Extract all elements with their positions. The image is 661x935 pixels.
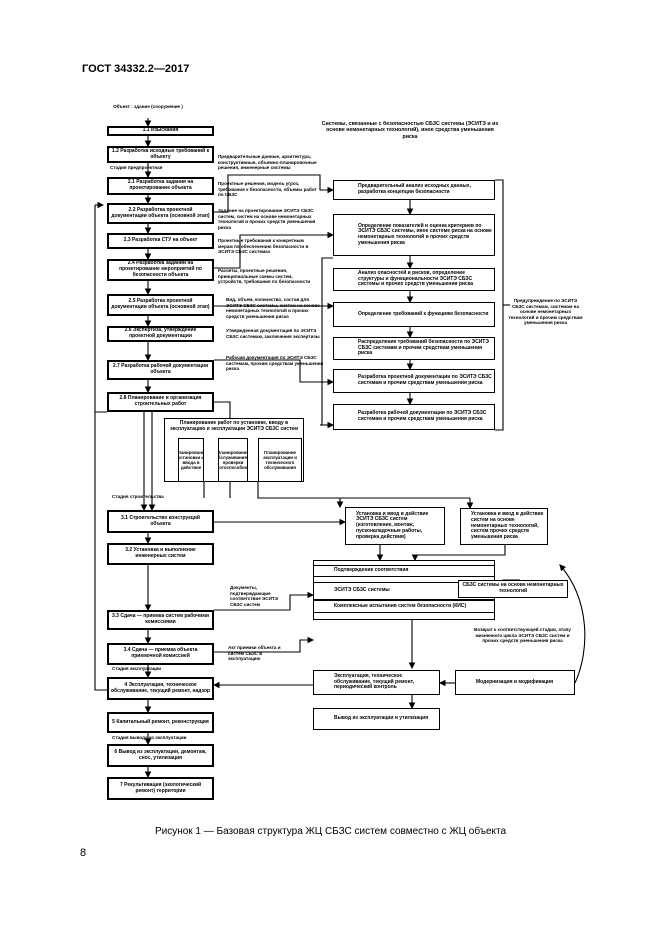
- right-box-3: Анализ опасностей и рисков, определение …: [333, 268, 495, 291]
- box-2-4: 2.4 Разработка заданий на проектирование…: [107, 259, 214, 281]
- note-calculations: Расчеты, проектные решения, принципиальн…: [218, 268, 311, 284]
- box-1-2: 1.2 Разработка исходных требований к объ…: [107, 146, 214, 163]
- box-2-5: 2.5 Разработка проектной документации об…: [107, 294, 214, 316]
- note-initial-data: Предварительные данные, архитектура, кон…: [218, 154, 317, 170]
- box-5: 5 Капитальный ремонт, реконструкция: [107, 712, 214, 733]
- right-box-5: Распределение требований безопасности по…: [333, 337, 495, 360]
- right-box-7: Разработка рабочей документации по ЭСИТЭ…: [333, 404, 495, 430]
- box-2-6: 2.6 Экспертиза, утверждение проектной до…: [107, 326, 214, 342]
- box-3-3: 3.3 Сдача — приемка систем рабочими коми…: [107, 610, 214, 630]
- right-box-2: Определение показателей и оценка критери…: [333, 214, 495, 256]
- modernization-box: Модернизация и модификация: [455, 670, 575, 695]
- note-working-docs: Рабочая документация по ЭСИТЭ СБЗС систе…: [226, 355, 324, 371]
- install-box-other: Установка и ввод в действие систем на ос…: [460, 508, 548, 545]
- box-2-7: 2.7 Разработка рабочей документации объе…: [107, 360, 214, 380]
- box-1-1: 1.1 Изыскания: [107, 126, 214, 136]
- planning-cell-maintenance: Планирование обслуживания и проверки раб…: [218, 438, 248, 482]
- note-acceptance-act: Акт приемки объекта и систем СБЗС в эксп…: [228, 645, 281, 661]
- right-column-title: Системы, связанные с безопасностью СБЗС …: [321, 121, 499, 140]
- validation-side-box: СБЗС системы на основе немонетарных техн…: [458, 580, 568, 598]
- stage-label-operation: Стадия эксплуатации: [112, 666, 162, 671]
- operation-box: Эксплуатация, техническое обслуживание, …: [313, 670, 440, 695]
- stage-label-decommission: Стадия вывода из эксплуатации: [112, 735, 187, 740]
- right-box-4: Определение требований к функциям безопа…: [333, 302, 495, 327]
- box-2-2: 2.2 Разработка проектной документации об…: [107, 203, 214, 224]
- note-conformity-docs: Документы, подтверждающие соответствие Э…: [230, 585, 278, 607]
- box-3-2: 3.2 Установка и выполнение инженерных си…: [107, 543, 214, 565]
- box-2-8: 2.8 Планирование и организация строитель…: [107, 392, 214, 412]
- box-3-1: 3.1 Строительство конструкций объекта: [107, 510, 214, 533]
- page-number: 8: [80, 847, 87, 859]
- install-box-esite: Установка и ввод в действие ЭСИТЭ СБЗС с…: [345, 507, 445, 545]
- stage-label-preproject: Стадия предпроектная: [110, 165, 163, 170]
- box-3-4: 3.4 Сдача — приемка объекта приемочной к…: [107, 643, 214, 665]
- stage-label-construction: Стадия строительства: [112, 494, 164, 499]
- figure-caption: Рисунок 1 — Базовая структура ЖЦ СБЗС си…: [154, 826, 507, 837]
- note-scope: Вид, объем, количество, состав для ЭСИТЭ…: [226, 297, 320, 319]
- document-header: ГОСТ 34332.2—2017: [82, 63, 190, 75]
- note-approved-docs: Утвержденная документация по ЭСИТЭ СБЗС …: [226, 328, 320, 339]
- note-return-stage: Возврат к соответствующей стадии, этапу …: [474, 627, 571, 643]
- validation-row-conformity: Подтверждение соответствия: [313, 565, 495, 577]
- box-2-3: 2.3 Разработка СТУ на объект: [107, 233, 214, 249]
- note-design-decisions: Проектные решения, модель угроз, требова…: [218, 181, 317, 197]
- note-design-requirements: Проектные требования к конкретным мерам …: [218, 238, 309, 254]
- box-2-1: 2.1 Разработка задания на проектирование…: [107, 177, 214, 195]
- box-7: 7 Рекультивация (экологический ремонт) т…: [107, 777, 214, 800]
- box-4: 4 Эксплуатация, техническое обслуживание…: [107, 677, 214, 700]
- planning-title: Планирование работ по установке, вводу в…: [170, 420, 298, 432]
- decommission-box: Вывод из эксплуатации и утилизация: [313, 708, 440, 730]
- right-side-note: Предупреждение по ЭСИТЭ СБЗС системам, с…: [508, 298, 583, 325]
- validation-row-esite: ЭСИТЭ СБЗС системы: [313, 582, 495, 600]
- validation-row-kis: Комплексные испытания систем безопасност…: [313, 600, 495, 613]
- right-box-1: Предварительный анализ исходных данных, …: [333, 180, 495, 200]
- right-box-6: Разработка проектной документации по ЭСИ…: [333, 369, 495, 393]
- note-design-task: Задание на проектирование ЭСИТЭ СБЗС сис…: [218, 208, 316, 230]
- object-label: Объект : здание (сооружение ): [113, 104, 183, 109]
- planning-cell-operation: Планирование эксплуатации и технического…: [258, 438, 302, 482]
- box-6: 6 Вывод из эксплуатации, демонтаж, снос,…: [107, 744, 214, 767]
- planning-cell-install: Планирование установки и ввода в действи…: [178, 438, 204, 482]
